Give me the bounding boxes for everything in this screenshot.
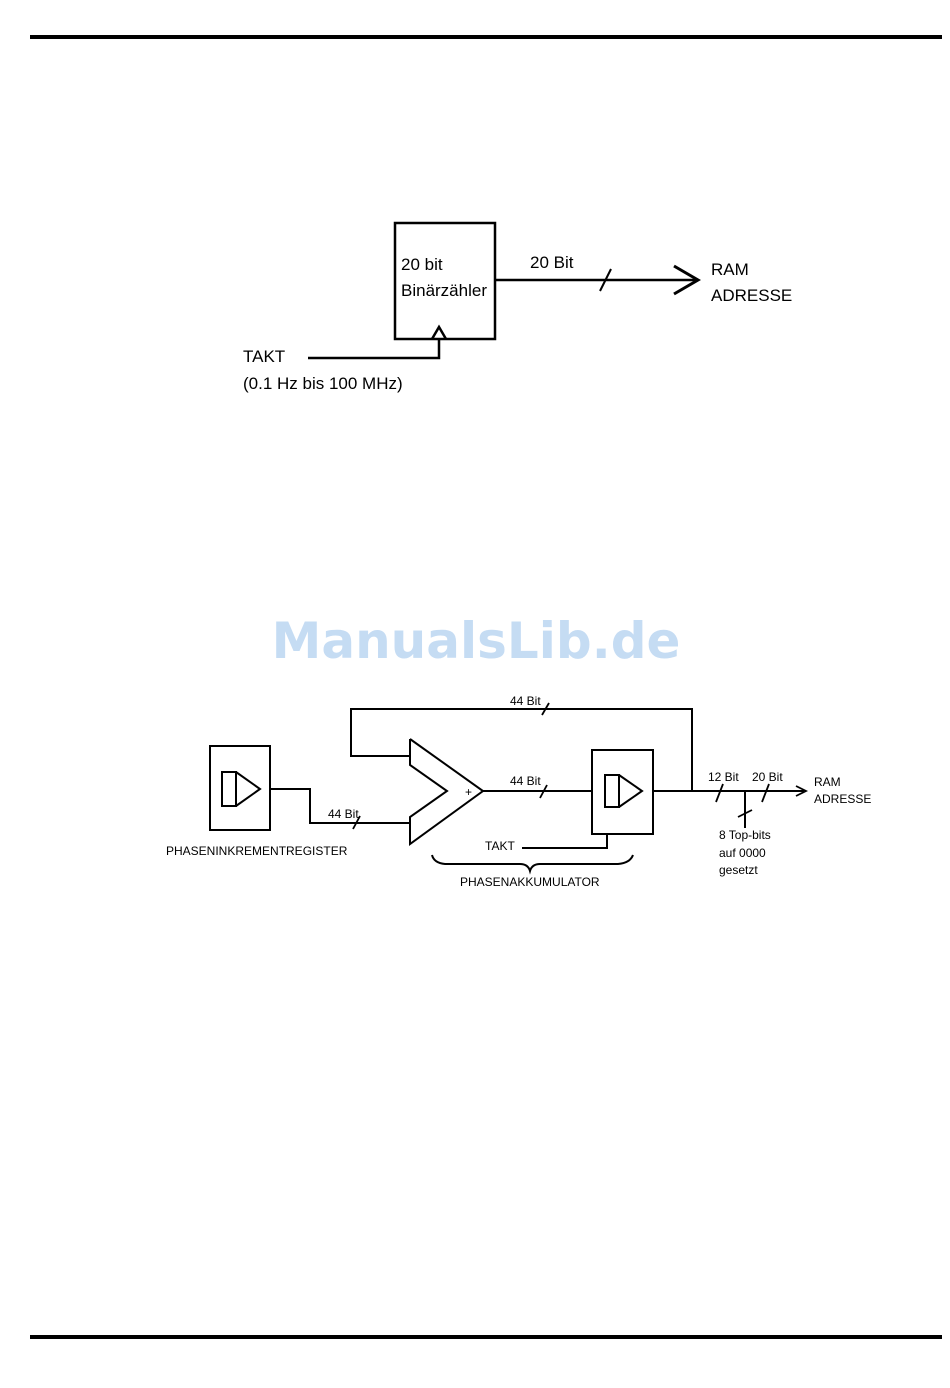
sum-bus-width-label: 44 Bit: [510, 774, 541, 788]
clock-range-label: (0.1 Hz bis 100 MHz): [243, 374, 403, 393]
bus-20-slash: [762, 784, 769, 802]
register-buffer-triangle: [236, 772, 260, 806]
ram-label: RAM: [711, 260, 749, 279]
accumulator-label: PHASENAKKUMULATOR: [460, 875, 600, 889]
phase-increment-register-box: [210, 746, 270, 830]
address-bus-width-label: 20 Bit: [530, 253, 574, 272]
top-bits-note-line3: gesetzt: [719, 863, 758, 877]
ram-label-2: RAM: [814, 775, 841, 789]
bus-20-label: 20 Bit: [752, 770, 783, 784]
accumulator-clock-label: TAKT: [485, 839, 515, 853]
accumulator-clock-line: [522, 834, 607, 848]
register-inner-rect: [222, 772, 236, 806]
accumulator-buffer-triangle: [619, 775, 642, 807]
address-label-2: ADRESSE: [814, 792, 871, 806]
accumulator-brace: [432, 855, 633, 871]
counter-label-line1: 20 bit: [401, 255, 443, 274]
bus-12-label: 12 Bit: [708, 770, 739, 784]
address-label: ADRESSE: [711, 286, 792, 305]
counter-diagram: [308, 223, 698, 358]
watermark: ManualsLib.de: [272, 612, 681, 670]
bus-12-slash: [716, 784, 723, 802]
adder-symbol: [410, 739, 483, 844]
clock-input-triangle: [432, 327, 446, 339]
adder-plus-sign: +: [465, 785, 472, 799]
clock-line: [308, 339, 439, 358]
register-label: PHASENINKREMENTREGISTER: [166, 844, 348, 858]
input-bus-width-label: 44 Bit: [328, 807, 359, 821]
feedback-bus-width-label: 44 Bit: [510, 694, 541, 708]
clock-label: TAKT: [243, 347, 285, 366]
top-bits-note-line2: auf 0000: [719, 846, 766, 860]
accumulator-inner-rect: [605, 775, 619, 807]
counter-label-line2: Binärzähler: [401, 281, 487, 300]
accumulator-register-box: [592, 750, 653, 834]
top-bits-note-line1: 8 Top-bits: [719, 828, 771, 842]
